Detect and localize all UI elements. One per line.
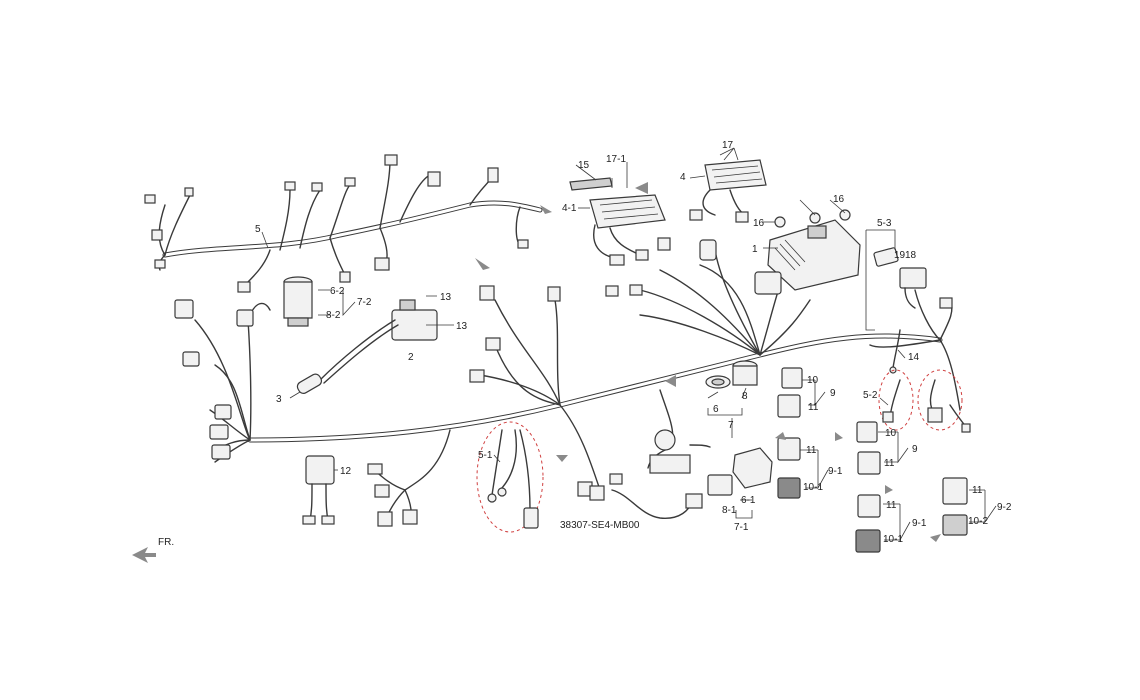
part-5-3-fuse-block xyxy=(873,247,953,309)
leader-lines xyxy=(261,147,997,542)
relay-stack-right xyxy=(855,421,881,553)
callout-7-1: 7-1 xyxy=(734,522,749,533)
callout-8: 8 xyxy=(742,391,748,402)
callout-6-2: 6-2 xyxy=(330,286,345,297)
callout-19: 19 xyxy=(894,250,906,261)
callout-15: 15 xyxy=(578,160,590,171)
part-4-regulator xyxy=(689,159,767,223)
callout-17: 17 xyxy=(722,140,734,151)
part-6-clamp xyxy=(705,375,731,389)
callout-10-1-mid: 10-1 xyxy=(803,482,823,493)
callout-4-1: 4-1 xyxy=(562,203,577,214)
callout-3: 3 xyxy=(276,394,282,405)
callout-16-a: 16 xyxy=(753,218,765,229)
part-code-label: 38307-SE4-MB00 xyxy=(560,520,640,531)
main-harness-trunk xyxy=(194,249,961,491)
relay-stack-middle xyxy=(777,367,803,499)
callout-9-1-mid: 9-1 xyxy=(828,466,843,477)
callout-10-right: 10 xyxy=(885,428,897,439)
part-8-socket xyxy=(732,360,758,386)
relay-9-2 xyxy=(942,477,968,536)
callout-labels: 1 2 3 4 4-1 5 5-1 5-2 5-3 6 6-1 6-2 7 7-… xyxy=(158,140,1012,548)
part-6-2-cylinder-relay xyxy=(283,276,313,327)
part-6-1-relay-holder xyxy=(732,447,773,489)
front-direction-label: FR. xyxy=(158,537,174,548)
part-4-1-regulator xyxy=(569,177,666,266)
callout-8-2: 8-2 xyxy=(326,310,341,321)
callout-13-b: 13 xyxy=(456,321,468,332)
callout-12: 12 xyxy=(340,466,352,477)
callout-9-right: 9 xyxy=(912,444,918,455)
callout-11-e: 11 xyxy=(972,485,983,496)
callout-10-2: 10-2 xyxy=(968,516,988,527)
callout-9-1-right: 9-1 xyxy=(912,518,927,529)
callout-5-1: 5-1 xyxy=(478,450,493,461)
callout-9-2: 9-2 xyxy=(997,502,1012,513)
callout-5: 5 xyxy=(255,224,261,235)
callout-10-mid: 10 xyxy=(807,375,819,386)
callout-1: 1 xyxy=(752,244,758,255)
part-5-2-sub-wires xyxy=(878,369,971,433)
callout-2: 2 xyxy=(408,352,414,363)
left-connectors xyxy=(174,299,254,460)
callout-14: 14 xyxy=(908,352,920,363)
bottom-connector-cluster xyxy=(367,463,418,527)
callout-7-2: 7-2 xyxy=(357,297,372,308)
callout-10-1-right: 10-1 xyxy=(883,534,903,545)
callout-4: 4 xyxy=(680,172,686,183)
callout-5-3: 5-3 xyxy=(877,218,892,229)
key-switch-cluster xyxy=(647,429,711,474)
callout-11-d: 11 xyxy=(886,500,897,511)
part-1-ecu xyxy=(767,209,861,291)
middle-connectors xyxy=(469,237,782,501)
callout-8-1: 8-1 xyxy=(722,505,737,516)
callout-11-a: 11 xyxy=(808,402,819,413)
callout-16-b: 16 xyxy=(833,194,845,205)
part-5-1-sub-wires xyxy=(476,421,544,533)
assembly-direction-arrows xyxy=(132,182,941,563)
callout-6-1: 6-1 xyxy=(741,495,756,506)
callout-11-c: 11 xyxy=(884,458,895,469)
callout-7: 7 xyxy=(728,420,734,431)
callout-13-a: 13 xyxy=(440,292,452,303)
callout-17-1: 17-1 xyxy=(606,154,626,165)
part-12-relay xyxy=(302,455,335,525)
callout-5-2: 5-2 xyxy=(863,390,878,401)
part-38307-wire xyxy=(609,473,703,519)
part-8-1-relay-holder xyxy=(707,474,733,496)
callout-18: 18 xyxy=(905,250,917,261)
callout-6: 6 xyxy=(713,404,719,415)
upper-sub-harness xyxy=(144,154,543,293)
callout-9-mid: 9 xyxy=(830,388,836,399)
part-2-ignition-coil xyxy=(289,299,438,399)
callout-11-b: 11 xyxy=(806,445,817,456)
